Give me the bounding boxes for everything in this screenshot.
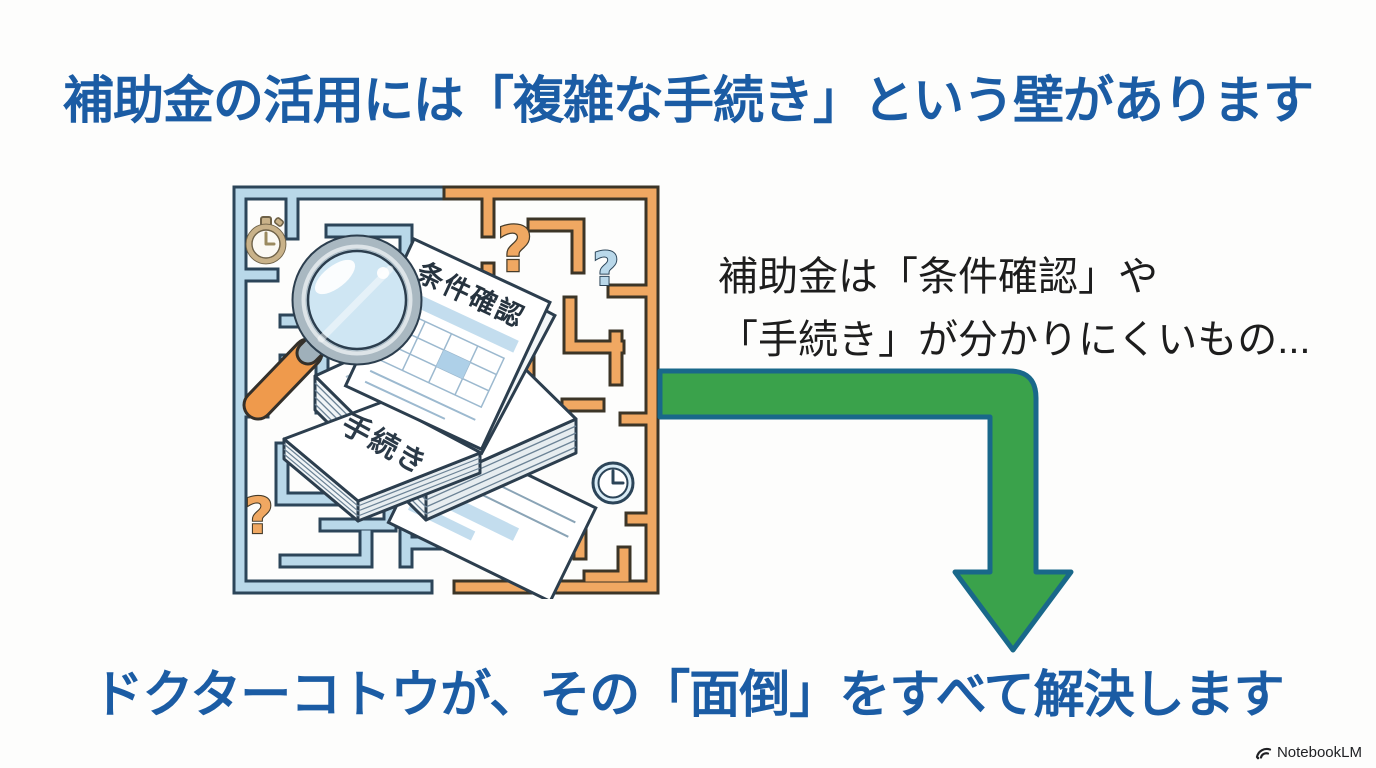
- caption-text: 補助金は「条件確認」や 「手続き」が分かりにくいもの...: [718, 246, 1366, 372]
- watermark-label: NotebookLM: [1276, 744, 1362, 761]
- magnifier-icon: [242, 234, 423, 421]
- watermark: NotebookLM: [1255, 744, 1362, 761]
- question-mark-icon: ?: [244, 487, 273, 545]
- notebooklm-logo-icon: [1255, 745, 1272, 760]
- caption-line-1: 補助金は「条件確認」や: [718, 255, 1158, 299]
- conclusion-title: ドクターコトウが、その「面倒」をすべて解決します: [92, 666, 1284, 723]
- clock-icon: [591, 461, 635, 505]
- maze-illustration: ? ? ? ?: [228, 181, 664, 604]
- page-title: 補助金の活用には「複雑な手続き」という壁があります: [62, 72, 1314, 129]
- question-mark-icon: ?: [593, 242, 620, 296]
- flow-arrow-icon: [655, 360, 1095, 660]
- caption-line-2: 「手続き」が分かりにくいもの...: [718, 318, 1311, 362]
- question-mark-icon: ?: [497, 213, 533, 286]
- stopwatch-icon: [245, 216, 287, 265]
